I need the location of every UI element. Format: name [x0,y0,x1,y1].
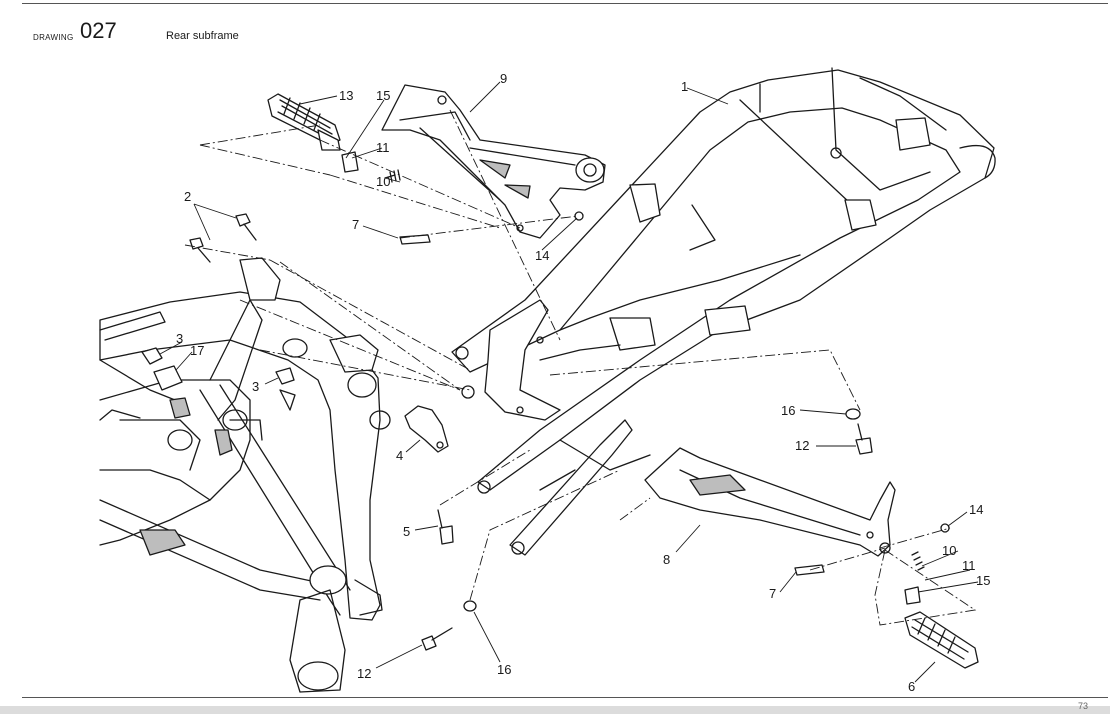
callout-5: 5 [403,524,410,539]
leader-lines [159,81,979,683]
nut-3b [275,367,295,385]
callout-13: 13 [339,88,353,103]
callout-16-lower: 16 [497,662,511,677]
drawing-title: Rear subframe [166,30,239,42]
washer-16-lower [463,600,477,612]
callout-10-upper: 10 [376,174,390,189]
clip-14-lower [940,523,950,533]
callout-14-upper: 14 [535,248,549,263]
callout-7-upper: 7 [352,217,359,232]
bottom-rule [22,697,1108,698]
callout-16-right: 16 [781,403,795,418]
rear-subframe [451,67,996,556]
callout-7-lower: 7 [769,586,776,601]
callout-9: 9 [500,71,507,86]
bolt-12-lower [421,627,453,651]
drawing-number: 027 [80,18,117,43]
bolt-2b [189,237,211,263]
callout-15-upper: 15 [376,88,390,103]
callout-14-lower: 14 [969,502,983,517]
callout-2: 2 [184,189,191,204]
callout-1: 1 [681,79,688,94]
callout-labels: 1 2 3 3 4 5 6 7 7 8 9 10 10 11 11 12 12 … [176,71,990,694]
callout-11-upper: 11 [376,140,390,155]
spring-lower [911,551,925,571]
washer-16-right [845,408,861,420]
callout-10-lower: 10 [942,543,956,558]
callout-6: 6 [908,679,915,694]
bolt-5 [437,509,454,545]
callout-12-lower: 12 [357,666,371,681]
callout-11-lower: 11 [962,558,976,573]
spring-upper [384,169,401,183]
page-number: 73 [1077,701,1088,711]
spacer-17 [153,365,183,391]
footpeg-upper [267,93,341,151]
main-frame [99,257,391,693]
bolt-12-right [855,423,873,455]
callout-8: 8 [663,552,670,567]
callout-3-lower: 3 [252,379,259,394]
pin-7-upper [399,234,431,245]
footpeg-bracket-lower [644,447,896,557]
pin-lower [904,586,921,605]
callout-4: 4 [396,448,403,463]
callout-15-lower: 15 [976,573,990,588]
footer-band [0,706,1110,714]
callout-17: 17 [190,343,204,358]
bracket-4 [404,405,449,453]
pin-7-lower [794,564,825,576]
pin-upper [341,151,359,173]
assembly-lines [184,109,977,626]
drawing-label: DRAWING [33,33,74,42]
footpeg-lower [904,611,979,669]
bolt-2a [235,213,257,241]
top-rule [22,3,1108,4]
callout-12-right: 12 [795,438,809,453]
callout-3-upper: 3 [176,331,183,346]
footpeg-bracket-upper [381,84,606,239]
center-bracket [461,299,561,421]
nut-3a [141,347,163,365]
